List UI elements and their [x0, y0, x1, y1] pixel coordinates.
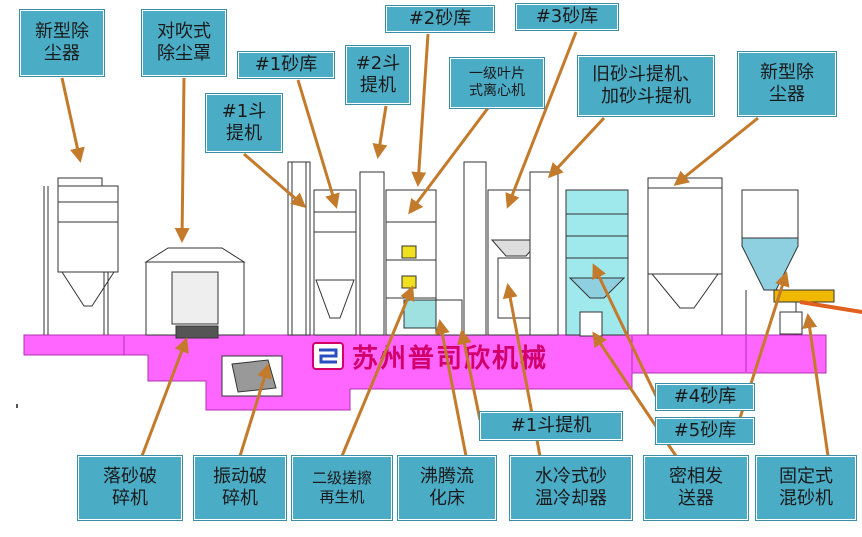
label-bucket-elevator-1-bottom: #1斗提机 [480, 412, 622, 440]
company-name: 苏州普司欣机械 [352, 343, 549, 374]
label-dense-conveyor: 密相发 送器 [644, 456, 748, 520]
company-brand: 苏州普司欣机械 [312, 340, 549, 374]
label-sand-bin-5: #5砂库 [656, 418, 754, 444]
label-sand-bin-4: #4砂库 [656, 384, 754, 410]
sand-bin-5-drawing [741, 189, 799, 335]
vibrating-crusher-drawing [221, 355, 283, 397]
label-vibrating-crusher: 振动破 碎机 [194, 456, 286, 520]
label-old-elevators: 旧砂斗提机、 加砂斗提机 [578, 56, 714, 116]
label-water-cooler: 水冷式砂 温冷却器 [510, 456, 632, 520]
stray-mark [16, 404, 18, 408]
label-dust-collector-right: 新型除 尘器 [738, 52, 836, 116]
bin-towers [287, 161, 629, 337]
label-regenerator: 二级搓擦 再生机 [292, 456, 392, 520]
company-logo-icon [312, 342, 344, 370]
label-dust-collector-left: 新型除 尘器 [20, 10, 104, 76]
label-blowing-hood: 对吹式 除尘罩 [142, 10, 226, 76]
label-sand-bin-1: #1砂库 [238, 52, 334, 78]
blowing-hood-drawing [144, 247, 246, 339]
label-shakeout-crusher: 落砂破 碎机 [78, 456, 182, 520]
fixed-mixer-drawing [773, 289, 862, 335]
label-sand-bin-3: #3砂库 [516, 4, 618, 30]
dust-collector-left [43, 177, 119, 335]
label-sand-bin-2: #2砂库 [386, 6, 494, 32]
label-fluid-bed: 沸腾流 化床 [398, 456, 496, 520]
label-bucket-elevator-2: #2斗 提机 [346, 46, 410, 104]
label-centrifuge: 一级叶片 式离心机 [450, 58, 544, 108]
label-fixed-mixer: 固定式 混砂机 [756, 456, 856, 520]
dust-collector-right [647, 177, 723, 335]
label-bucket-elevator-1-top: #1斗 提机 [206, 94, 282, 152]
